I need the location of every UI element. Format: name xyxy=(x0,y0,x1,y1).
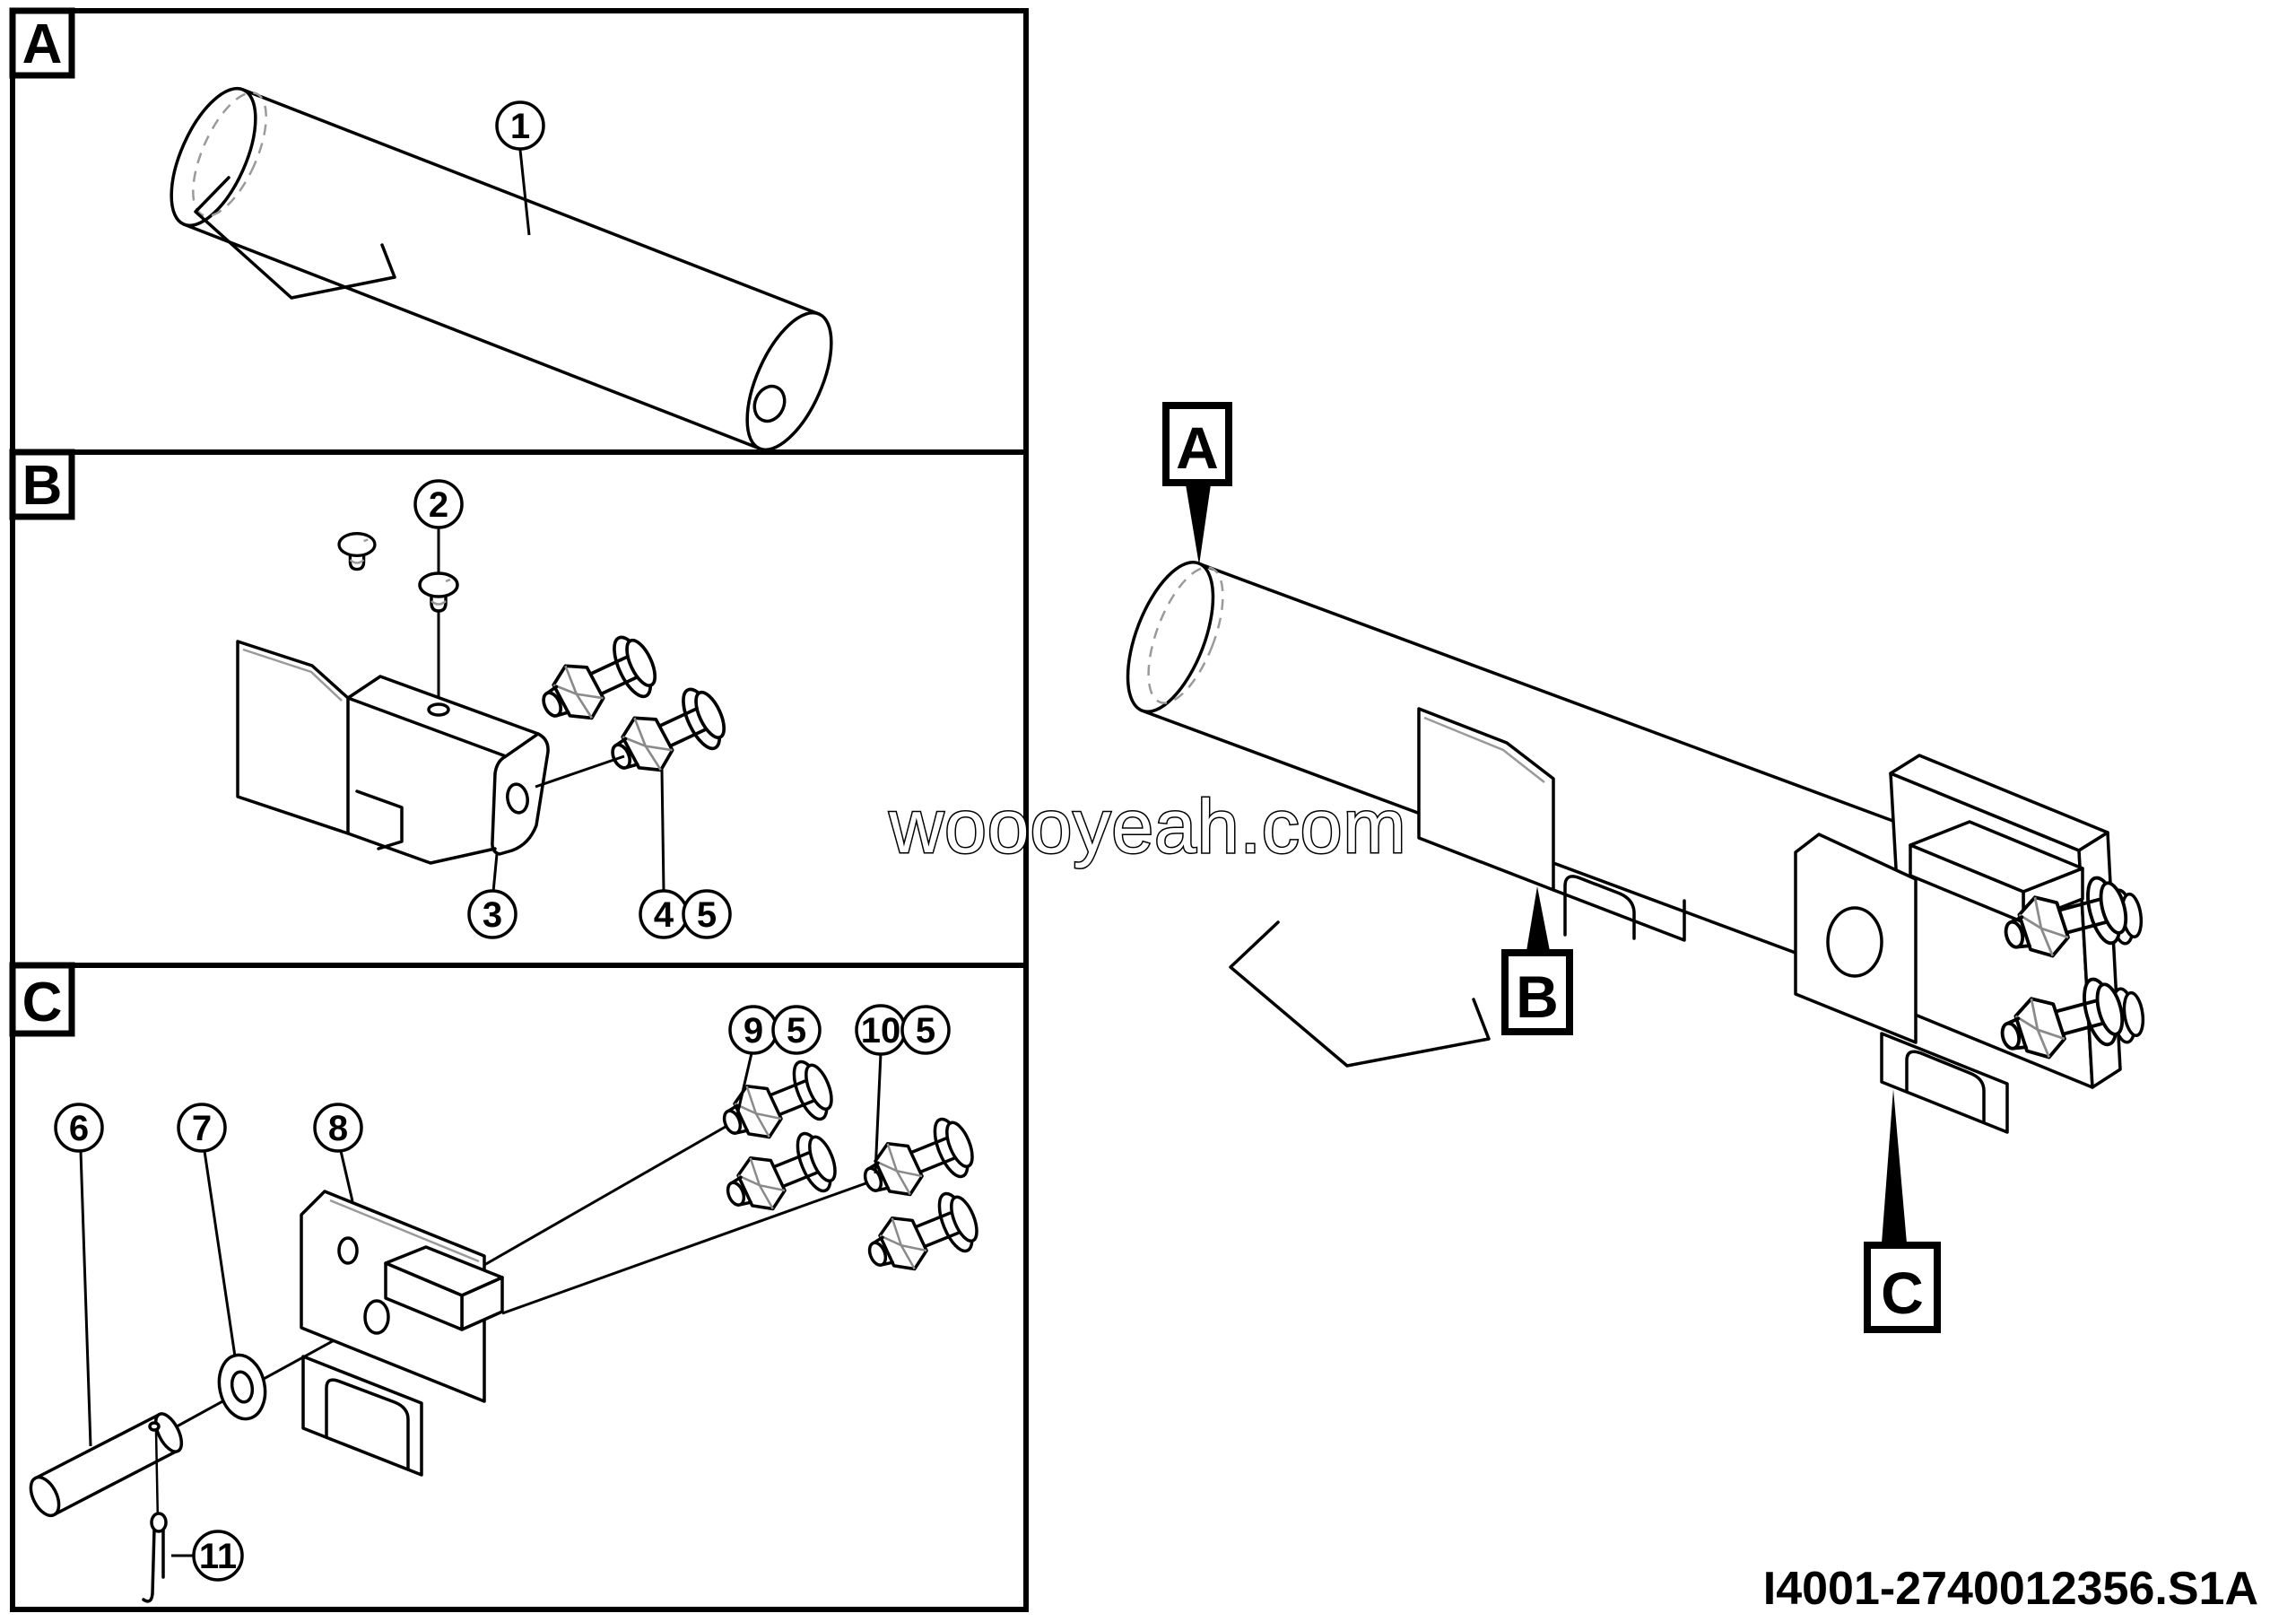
label-b-pointer xyxy=(1526,886,1550,951)
panel-b: B 3 xyxy=(9,449,1029,968)
label-b-text: B xyxy=(1516,964,1559,1030)
cotter-pin-line xyxy=(154,1429,160,1524)
callout-6: 6 xyxy=(54,1103,104,1153)
panel-b-label: B xyxy=(22,455,63,517)
callout-5-number: 5 xyxy=(697,895,717,935)
drawing-number: I4001-2740012356.S1A xyxy=(1763,1563,2258,1615)
assembly-bracket-c xyxy=(1794,754,2148,1134)
lock-rod-part xyxy=(170,86,833,452)
callout-9-washer-number: 5 xyxy=(787,1011,806,1051)
label-a-pointer xyxy=(1186,484,1211,565)
leader-4-diagonal xyxy=(535,754,625,789)
watermark-text: woooyeah.com xyxy=(889,784,1407,868)
leader-3 xyxy=(491,853,499,893)
assembly-bracket-b xyxy=(1417,707,1686,942)
leader-bolt-9-line xyxy=(483,1122,731,1267)
assembly-label-b: B xyxy=(1501,886,1573,1035)
hinge-bracket-part xyxy=(300,1190,504,1477)
label-a-text: A xyxy=(1176,414,1219,481)
panel-a-label: A xyxy=(22,13,63,75)
callout-9-washer: 5 xyxy=(771,1005,822,1055)
callout-8-number: 8 xyxy=(328,1109,348,1148)
leader-10 xyxy=(874,1052,883,1174)
callout-7: 7 xyxy=(177,1103,227,1153)
callout-6-number: 6 xyxy=(69,1109,89,1148)
assembly-label-a: A xyxy=(1162,402,1232,565)
label-c-pointer xyxy=(1882,1089,1907,1243)
panel-a-border xyxy=(10,8,1029,455)
callout-1-number: 1 xyxy=(510,107,530,146)
callout-7-number: 7 xyxy=(192,1109,212,1148)
callout-2: 2 xyxy=(413,479,464,529)
callout-1: 1 xyxy=(495,100,545,236)
callout-4: 4 xyxy=(639,889,689,939)
callout-11: 11 xyxy=(192,1530,244,1582)
panel-c: C xyxy=(9,962,1029,1612)
callout-5: 5 xyxy=(682,889,732,939)
leader-9 xyxy=(735,1052,753,1116)
clevis-pin-part xyxy=(29,1412,184,1518)
panel-a-label-box: A xyxy=(9,7,75,79)
callout-4-number: 4 xyxy=(654,895,674,935)
bolt-washer-parts xyxy=(530,627,735,790)
assembly-label-c: C xyxy=(1864,1089,1941,1333)
callout-11-number: 11 xyxy=(199,1537,237,1576)
panel-c-label-box: C xyxy=(9,962,75,1037)
leader-bolt-10-line xyxy=(501,1180,872,1315)
callout-10-washer: 5 xyxy=(900,1005,951,1055)
callout-9: 9 xyxy=(728,1005,778,1055)
leader-7 xyxy=(203,1150,237,1357)
panel-b-border xyxy=(10,449,1029,968)
leader-4 xyxy=(660,769,665,892)
callout-9-number: 9 xyxy=(744,1011,763,1051)
callout-10-number: 10 xyxy=(861,1011,901,1051)
assembled-view: A B C xyxy=(1126,402,2148,1333)
bolt-parts xyxy=(712,1053,987,1287)
callout-3: 3 xyxy=(467,889,517,939)
callout-10: 10 xyxy=(855,1004,907,1056)
label-c-text: C xyxy=(1881,1260,1924,1326)
cotter-pin-part xyxy=(142,1512,168,1603)
assembly-rod-clip xyxy=(1229,920,1491,1068)
panel-c-label: C xyxy=(22,972,63,1033)
support-bracket-part xyxy=(236,640,550,865)
leader-8 xyxy=(339,1150,354,1202)
callout-10-washer-number: 5 xyxy=(916,1011,935,1051)
callout-8: 8 xyxy=(313,1103,363,1153)
panel-b-label-box: B xyxy=(9,449,75,520)
leader-6 xyxy=(79,1150,92,1447)
panel-c-border xyxy=(10,963,1029,1612)
callout-3-number: 3 xyxy=(483,895,502,935)
washer-part xyxy=(217,1353,267,1421)
rod-clip-handle xyxy=(194,176,396,300)
panel-a: A 1 xyxy=(9,7,1029,455)
leader-1 xyxy=(518,149,531,236)
callout-2-number: 2 xyxy=(429,485,448,525)
